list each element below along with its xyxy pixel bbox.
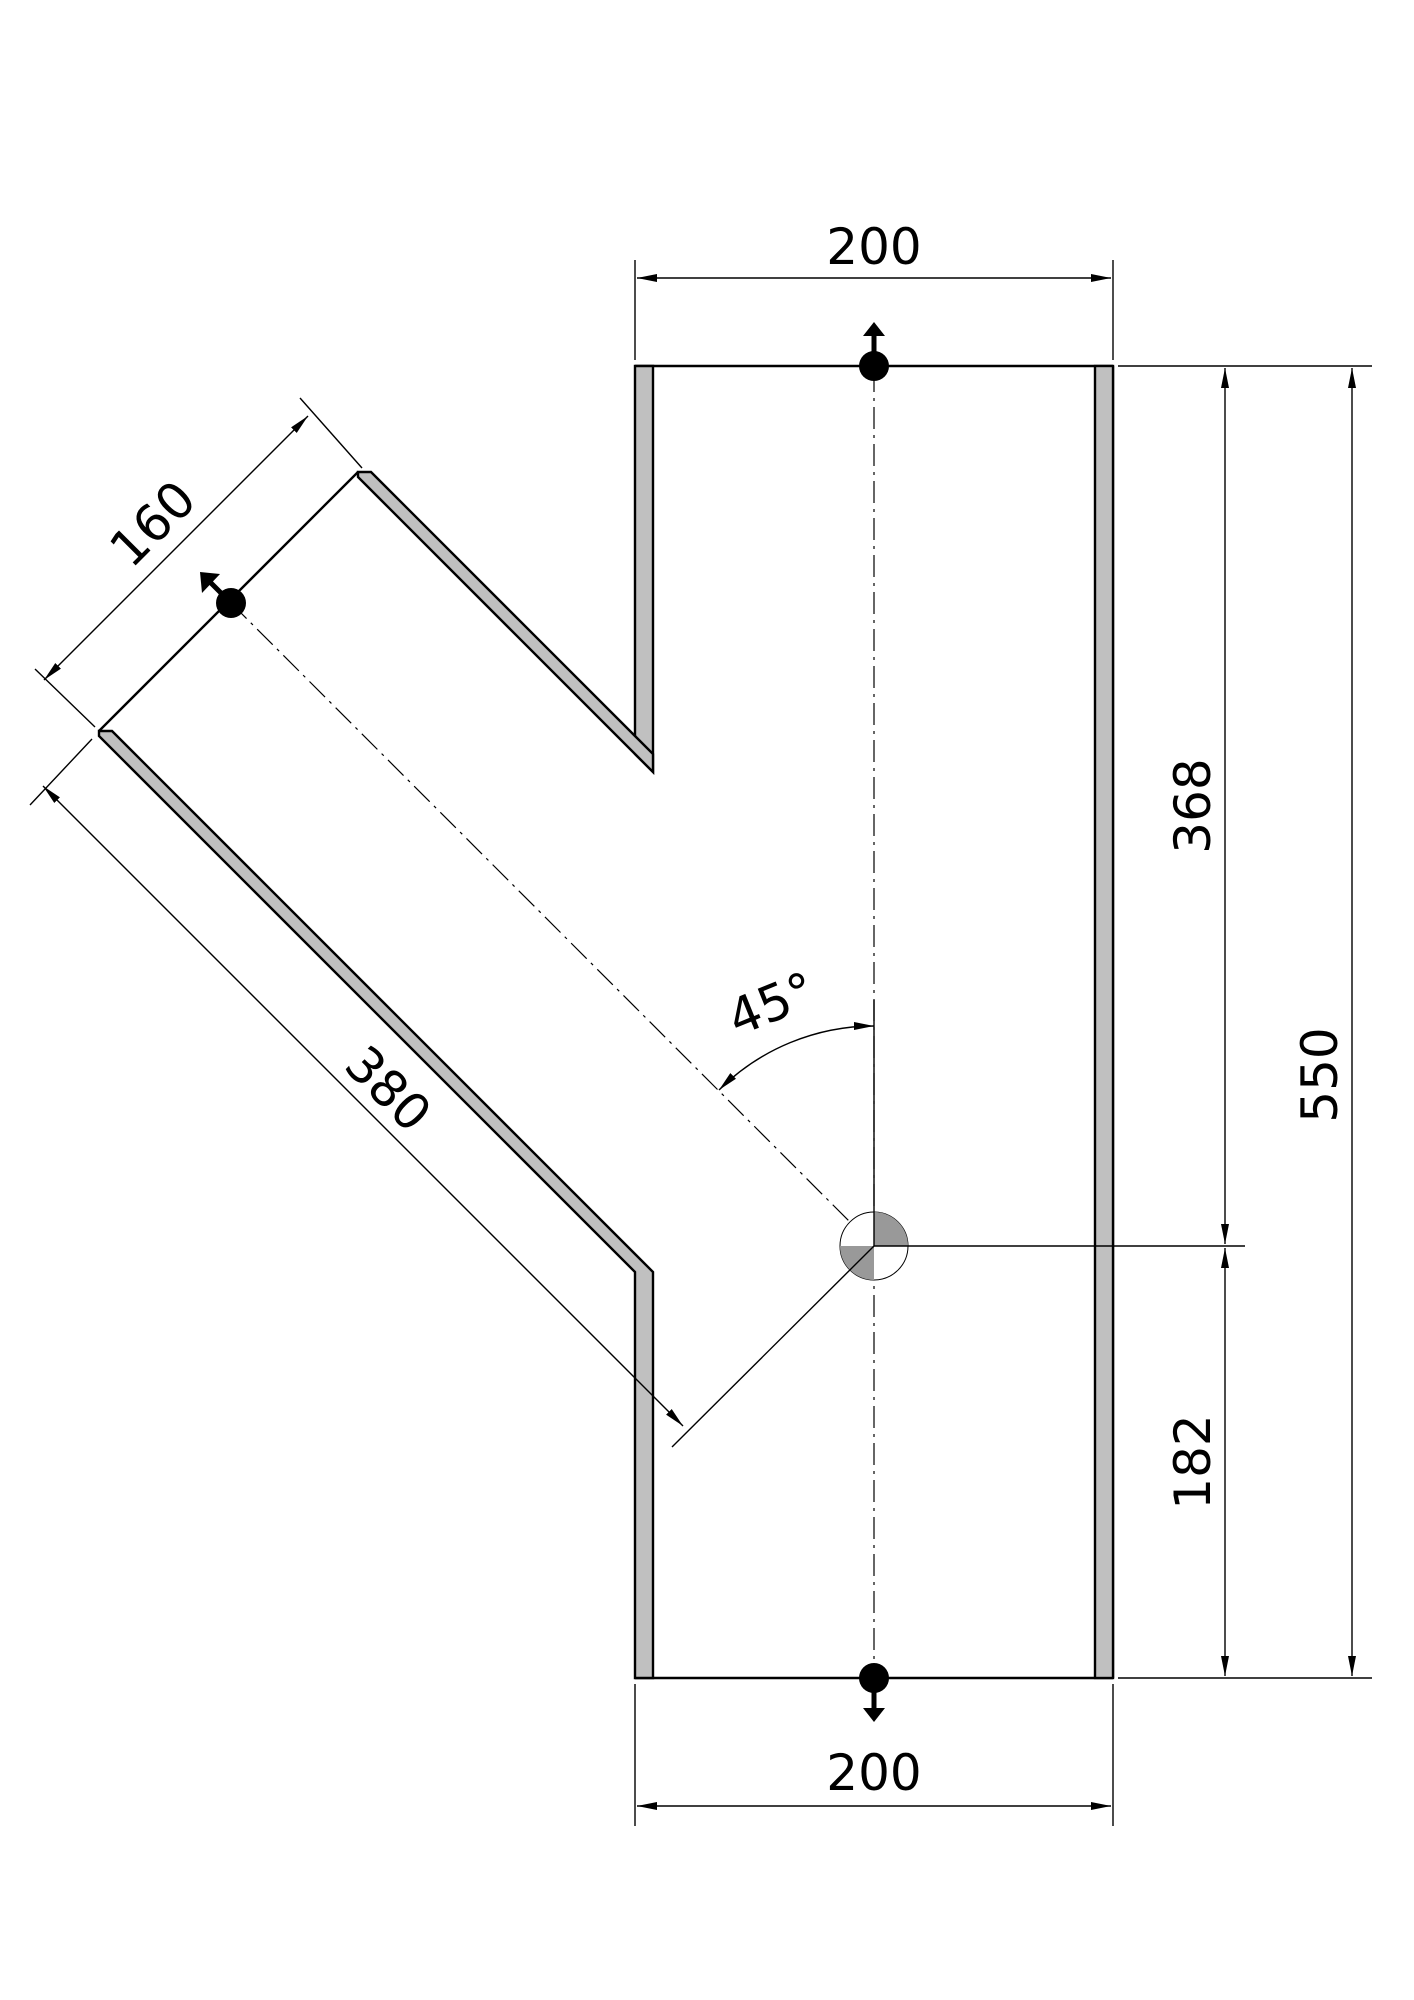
fitting-outline [98,364,1115,1680]
branch-lower-wall [97,729,655,1680]
dimension-lines [42,274,1356,1810]
port-marker-bottom [859,1663,889,1722]
dim-total-height: 550 [1291,1027,1349,1122]
dim-top-width: 200 [826,218,921,276]
branch-upper-wall [356,470,655,775]
dim-lower-height: 182 [1164,1414,1222,1509]
dim-branch-angle: 45° [720,961,824,1048]
dim-upper-height: 368 [1164,758,1222,853]
port-marker-top [859,322,889,381]
right-wall [1093,364,1115,1680]
left-wall-upper [633,364,655,775]
dim-arc-branch-angle [718,1022,875,1091]
extension-lines [29,260,1372,1826]
dim-bottom-width: 200 [826,1744,921,1802]
port-marker-branch [200,572,246,618]
dim-line-branch-width [43,415,309,681]
dim-branch-width: 160 [99,470,207,578]
dim-line-branch-length [42,785,684,1427]
